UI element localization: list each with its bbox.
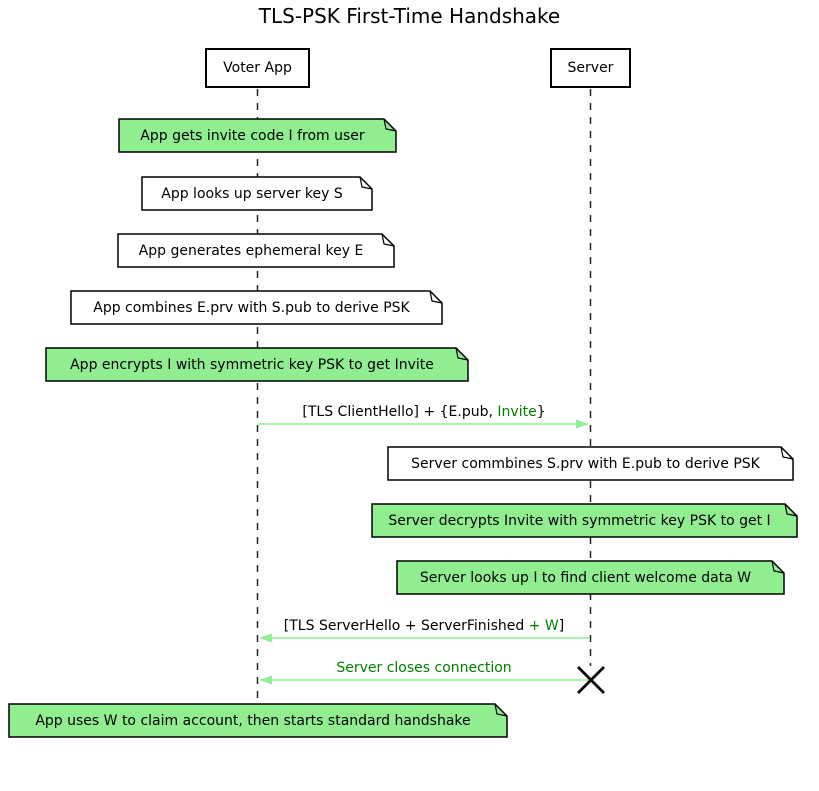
message-label-clienthello: [TLS ClientHello] + {E.pub, Invite} bbox=[257, 404, 591, 420]
note-shape bbox=[387, 446, 794, 481]
message-label-close-connection: Server closes connection bbox=[257, 660, 591, 676]
note-shape bbox=[141, 176, 373, 211]
note-text: App combines E.prv with S.pub to derive … bbox=[93, 299, 410, 316]
note-lookup-server-key: App looks up server key S bbox=[141, 176, 373, 211]
message-label-serverhello: [TLS ServerHello + ServerFinished + W] bbox=[257, 618, 591, 634]
message-highlight: Server closes connection bbox=[336, 660, 512, 676]
note-text: Server looks up I to find client welcome… bbox=[419, 569, 752, 586]
note-generate-ephemeral-key: App generates ephemeral key E bbox=[117, 233, 395, 268]
note-text: App uses W to claim account, then starts… bbox=[35, 712, 471, 729]
note-shape bbox=[118, 118, 397, 153]
message-text: [TLS ServerHello + ServerFinished bbox=[283, 618, 529, 634]
note-shape bbox=[117, 233, 395, 268]
note-shape bbox=[371, 503, 798, 538]
note-derive-psk-client: App combines E.prv with S.pub to derive … bbox=[70, 290, 443, 325]
diagram-title: TLS-PSK First-Time Handshake bbox=[258, 4, 561, 28]
participant-voter-app: Voter App bbox=[205, 48, 310, 88]
note-shape bbox=[8, 703, 508, 738]
note-text: App encrypts I with symmetric key PSK to… bbox=[70, 356, 434, 373]
participant-label: Voter App bbox=[223, 60, 292, 76]
arrowhead-right-icon bbox=[576, 419, 589, 429]
arrowhead-left-icon bbox=[259, 633, 272, 643]
note-encrypt-invite: App encrypts I with symmetric key PSK to… bbox=[45, 347, 469, 382]
participant-label: Server bbox=[567, 60, 614, 76]
note-text: App generates ephemeral key E bbox=[138, 242, 364, 259]
note-shape bbox=[70, 290, 443, 325]
message-text: } bbox=[536, 404, 546, 420]
note-shape bbox=[396, 560, 785, 595]
note-text: App looks up server key S bbox=[161, 185, 343, 202]
participant-server: Server bbox=[550, 48, 631, 88]
note-text: Server commbines S.prv with E.pub to der… bbox=[411, 455, 760, 472]
message-highlight: + W bbox=[528, 618, 559, 634]
note-lookup-welcome-data: Server looks up I to find client welcome… bbox=[396, 560, 785, 595]
note-shape bbox=[45, 347, 469, 382]
note-claim-account: App uses W to claim account, then starts… bbox=[8, 703, 508, 738]
note-invite-code: App gets invite code I from user bbox=[118, 118, 397, 153]
note-text: App gets invite code I from user bbox=[140, 127, 365, 144]
note-decrypt-invite: Server decrypts Invite with symmetric ke… bbox=[371, 503, 798, 538]
note-text: Server decrypts Invite with symmetric ke… bbox=[388, 512, 771, 529]
note-derive-psk-server: Server commbines S.prv with E.pub to der… bbox=[387, 446, 794, 481]
message-text: [TLS ClientHello] + {E.pub, bbox=[302, 404, 498, 420]
destroy-x-icon bbox=[577, 666, 605, 694]
message-highlight: Invite bbox=[497, 404, 537, 420]
message-text: ] bbox=[558, 618, 565, 634]
arrowhead-left-icon bbox=[259, 675, 272, 685]
